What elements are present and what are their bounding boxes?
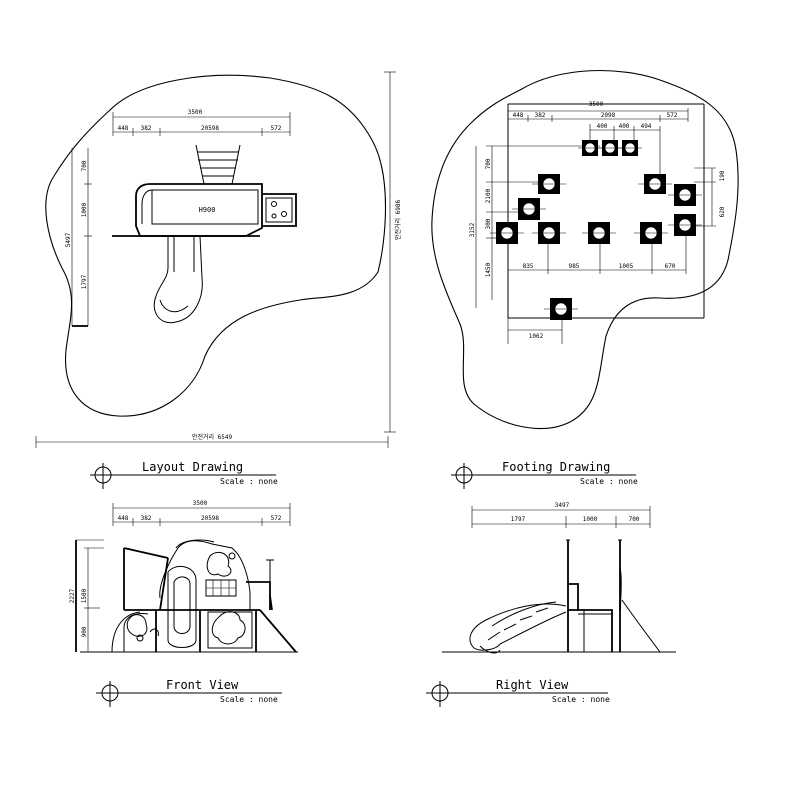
footing-pad xyxy=(532,174,566,194)
footing-dim-left: 3152 xyxy=(469,222,476,237)
footing-title: Footing Drawing xyxy=(502,460,610,474)
footing-pad xyxy=(668,214,702,236)
right-structure xyxy=(469,539,661,654)
footing-pads xyxy=(490,140,702,320)
front-dim-part: 448 xyxy=(118,515,129,522)
layout-bottom-dim-label: 안전거리 6549 xyxy=(192,433,233,441)
front-top-dimension: 3500 448 382 20598 572 xyxy=(112,500,291,526)
layout-dim-total: 3500 xyxy=(188,109,203,116)
front-dim-part: 572 xyxy=(271,515,282,522)
footing-safety-zone-outline xyxy=(431,69,739,429)
layout-dim-part: 382 xyxy=(141,125,152,132)
footing-pad xyxy=(634,222,668,244)
footing-dim-row: 835 xyxy=(523,263,534,270)
footing-dim-right: 620 xyxy=(719,206,726,217)
footing-pad xyxy=(582,222,616,244)
layout-dim-part: 448 xyxy=(118,125,129,132)
front-structure xyxy=(111,539,297,653)
footing-dim-part: 382 xyxy=(535,112,546,119)
layout-top-dimension: 3500 448 382 20598 572 xyxy=(112,109,291,136)
front-dim-left: 2227 xyxy=(69,588,76,603)
right-scale: Scale : none xyxy=(552,695,610,704)
footing-pad xyxy=(668,184,702,206)
right-view: 3497 1797 1000 700 xyxy=(426,502,676,707)
footing-top-dimension: 3500 448 382 2098 572 400 400 494 xyxy=(508,101,689,178)
footing-dim-part: 572 xyxy=(667,112,678,119)
right-top-dimension: 3497 1797 1000 700 xyxy=(471,502,651,528)
layout-dim-left: 1797 xyxy=(81,274,88,289)
layout-title-block: Layout Drawing Scale : none xyxy=(90,460,278,489)
footing-left-dimension: 700 2100 300 3152 1450 xyxy=(469,145,600,308)
front-scale: Scale : none xyxy=(220,695,278,704)
footing-dim-left: 2100 xyxy=(485,188,492,203)
layout-title: Layout Drawing xyxy=(142,460,243,474)
right-dim-total: 3497 xyxy=(555,502,570,509)
footing-dim-row: 985 xyxy=(569,263,580,270)
layout-dim-part: 20598 xyxy=(201,125,219,132)
footing-pad xyxy=(490,222,524,244)
footing-dim-part: 448 xyxy=(513,112,524,119)
footing-pad xyxy=(512,198,546,220)
front-left-dimension: 2227 1500 900 xyxy=(69,539,104,652)
footing-dim-right: 190 xyxy=(719,170,726,181)
layout-platform: H900 xyxy=(112,183,297,237)
footing-pad xyxy=(578,140,602,156)
footing-dim-row: 1005 xyxy=(619,263,634,270)
footing-pad xyxy=(598,140,622,156)
footing-pad xyxy=(544,298,578,320)
layout-dim-left: 5497 xyxy=(65,232,72,247)
footing-dim-sub: 400 xyxy=(597,123,608,130)
footing-dim-part: 2098 xyxy=(601,112,616,119)
layout-slide xyxy=(153,235,203,324)
front-dim-total: 3500 xyxy=(193,500,208,507)
front-dim-part: 382 xyxy=(141,515,152,522)
footing-dim-sub: 400 xyxy=(619,123,630,130)
layout-drawing: 3500 448 382 20598 572 700 1000 5497 179… xyxy=(35,71,402,489)
footing-dim-sub: 494 xyxy=(641,123,652,130)
right-dim-part: 1797 xyxy=(511,516,526,523)
footing-dim-left: 700 xyxy=(485,158,492,169)
front-dim-left: 1500 xyxy=(81,588,88,603)
layout-dim-left: 1000 xyxy=(81,202,88,217)
footing-dim-total: 3500 xyxy=(589,101,604,108)
footing-drawing: 3500 448 382 2098 572 400 400 494 700 21… xyxy=(431,69,739,489)
layout-right-dim-label: 안전거리 6986 xyxy=(394,200,402,241)
front-dim-part: 20598 xyxy=(201,515,219,522)
front-view: 3500 448 382 20598 572 2227 1500 900 xyxy=(69,500,298,707)
footing-title-block: Footing Drawing Scale : none xyxy=(451,460,638,489)
footing-dim-row: 670 xyxy=(665,263,676,270)
front-title: Front View xyxy=(166,678,239,692)
layout-left-dimension: 700 1000 5497 1797 xyxy=(65,148,92,327)
layout-dim-left: 700 xyxy=(81,160,88,171)
footing-scale: Scale : none xyxy=(580,477,638,486)
layout-right-dimension: 안전거리 6986 xyxy=(384,71,402,433)
footing-bottom-dimension: 1062 xyxy=(507,318,563,344)
footing-dim-left: 1450 xyxy=(485,262,492,277)
front-dim-left: 900 xyxy=(81,626,88,637)
layout-slide-height-label: H900 xyxy=(199,206,216,214)
footing-pad xyxy=(638,174,672,194)
layout-ladder xyxy=(195,144,241,185)
footing-pad xyxy=(532,222,566,244)
layout-safety-zone-outline xyxy=(45,74,387,417)
footing-pad xyxy=(618,140,642,156)
footing-dim-left: 300 xyxy=(485,218,492,229)
right-title: Right View xyxy=(496,678,569,692)
right-dim-part: 1000 xyxy=(583,516,598,523)
footing-right-dimension: 190 620 xyxy=(694,167,726,227)
layout-dim-part: 572 xyxy=(271,125,282,132)
right-dim-part: 700 xyxy=(629,516,640,523)
layout-bottom-dimension: 안전거리 6549 xyxy=(35,433,389,448)
front-title-block: Front View Scale : none xyxy=(96,678,282,707)
layout-scale: Scale : none xyxy=(220,477,278,486)
footing-dim-bottom: 1062 xyxy=(529,333,544,340)
right-title-block: Right View Scale : none xyxy=(426,678,610,707)
